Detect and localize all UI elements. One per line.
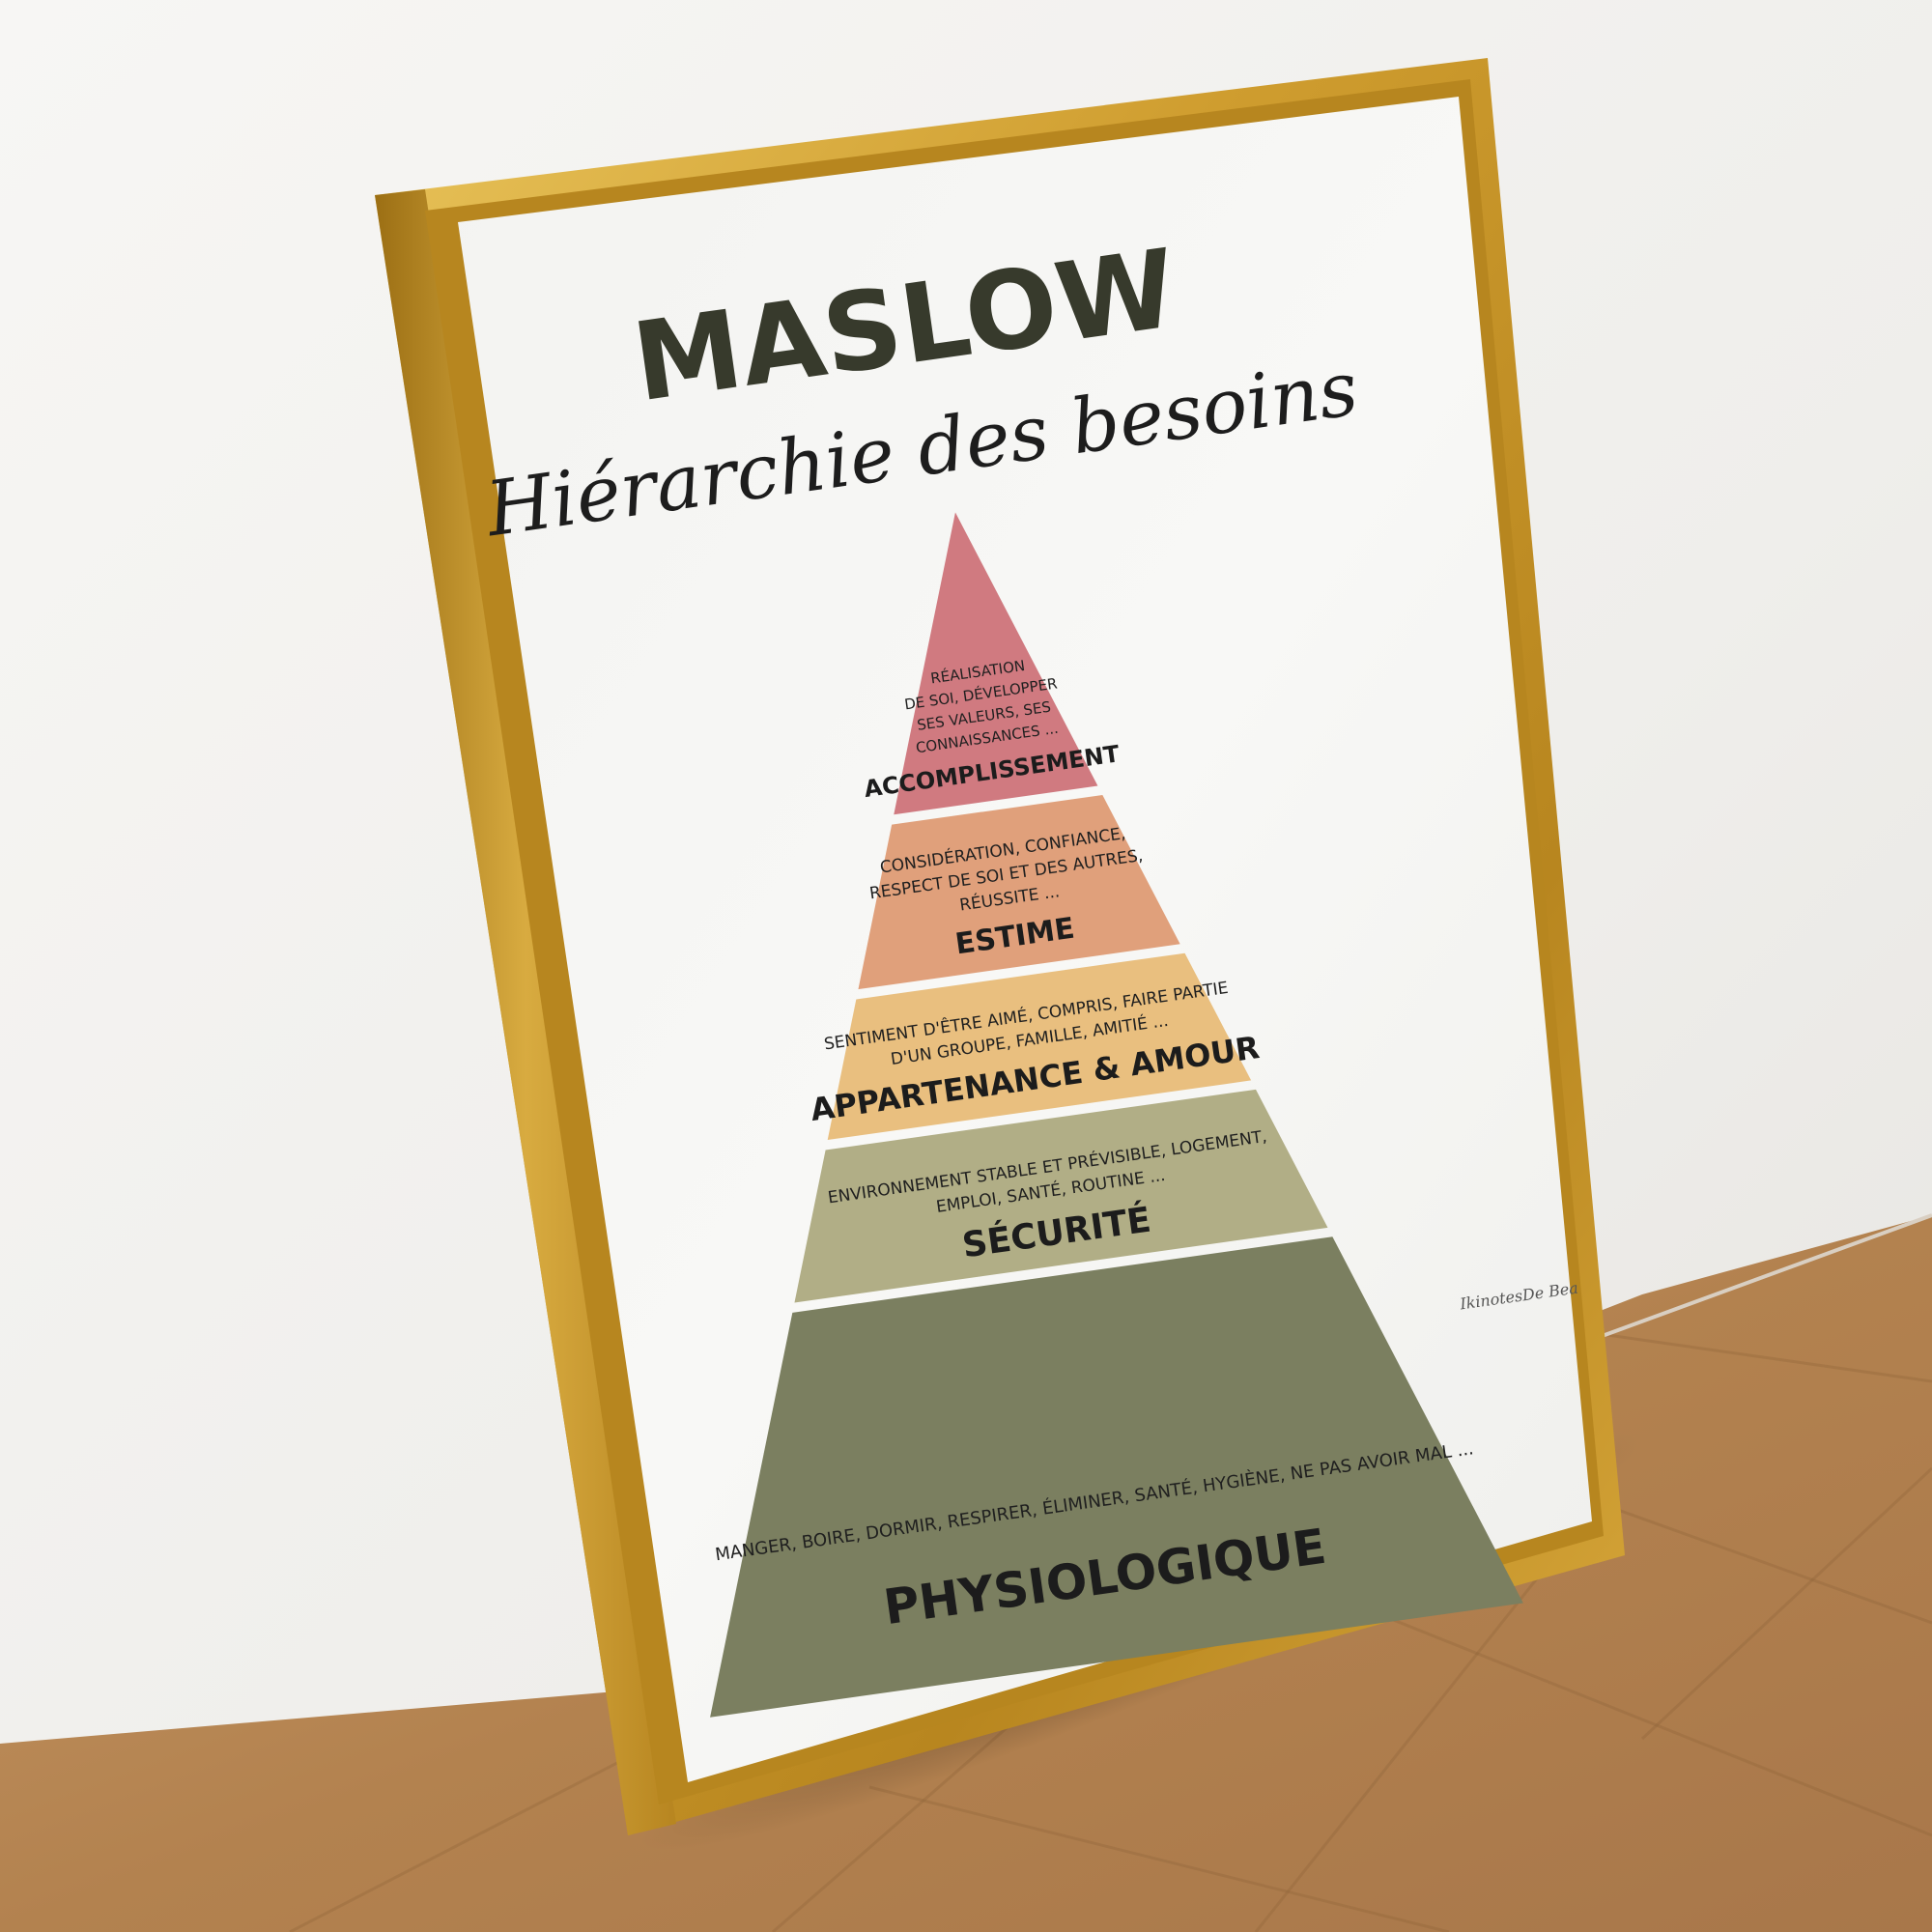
pyramid-layer xyxy=(794,1089,1328,1303)
pyramid-layer xyxy=(827,952,1252,1141)
gold-frame-side xyxy=(375,189,676,1835)
pyramid-layer xyxy=(858,794,1180,990)
pyramid-layer xyxy=(710,1236,1523,1718)
pyramid-layer xyxy=(894,512,1098,815)
